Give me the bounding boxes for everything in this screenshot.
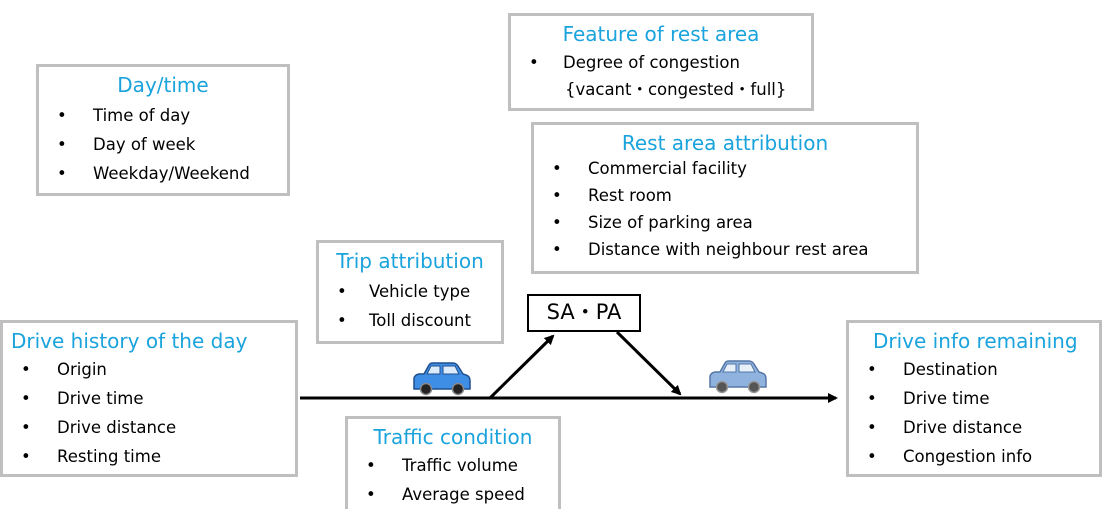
drive-history-item: Drive distance — [3, 413, 295, 442]
traffic-condition-box: Traffic condition Traffic volume Average… — [345, 416, 561, 509]
rest-area-attribution-item: Commercial facility — [534, 155, 916, 182]
trip-attribution-box: Trip attribution Vehicle type Toll disco… — [316, 240, 504, 344]
drive-history-title: Drive history of the day — [11, 329, 248, 353]
trip-attribution-item: Toll discount — [319, 306, 501, 335]
drive-remaining-item: Congestion info — [849, 442, 1099, 471]
rest-area-attribution-item: Rest room — [534, 182, 916, 209]
congestion-levels: {vacant・congested・full} — [565, 80, 787, 99]
day-time-item: Weekday/Weekend — [39, 159, 287, 188]
drive-remaining-item: Drive distance — [849, 413, 1099, 442]
entry-arrow — [488, 334, 555, 400]
drive-remaining-item: Drive time — [849, 384, 1099, 413]
trip-attribution-title: Trip attribution — [336, 249, 484, 273]
traffic-condition-item: Average speed — [348, 480, 558, 509]
rest-area-attribution-box: Rest area attribution Commercial facilit… — [531, 122, 919, 274]
sapa-node: SA・PA — [527, 294, 641, 332]
trip-attribution-item: Vehicle type — [319, 277, 501, 306]
drive-history-item: Origin — [3, 355, 295, 384]
exit-arrow — [615, 330, 682, 396]
drive-remaining-title: Drive info remaining — [873, 329, 1078, 353]
drive-history-item: Resting time — [3, 442, 295, 471]
car-icon-blue — [413, 362, 471, 396]
traffic-condition-title: Traffic condition — [373, 425, 533, 449]
day-time-item: Time of day — [39, 101, 287, 130]
drive-history-item: Drive time — [3, 384, 295, 413]
traffic-condition-item: Traffic volume — [348, 451, 558, 480]
drive-history-box: Drive history of the day Origin Drive ti… — [0, 320, 298, 477]
feature-rest-area-item: Degree of congestion — [511, 48, 811, 77]
rest-area-attribution-item: Size of parking area — [534, 209, 916, 236]
feature-rest-area-title: Feature of rest area — [562, 22, 760, 46]
rest-area-attribution-item: Distance with neighbour rest area — [534, 236, 916, 263]
day-time-item: Day of week — [39, 130, 287, 159]
car-icon-light — [709, 360, 767, 394]
drive-remaining-box: Drive info remaining Destination Drive t… — [846, 320, 1102, 477]
rest-area-attribution-title: Rest area attribution — [621, 131, 829, 155]
day-time-box: Day/time Time of day Day of week Weekday… — [36, 64, 290, 196]
drive-remaining-item: Destination — [849, 355, 1099, 384]
day-time-title: Day/time — [117, 73, 209, 97]
feature-rest-area-box: Feature of rest area Degree of congestio… — [508, 13, 814, 111]
